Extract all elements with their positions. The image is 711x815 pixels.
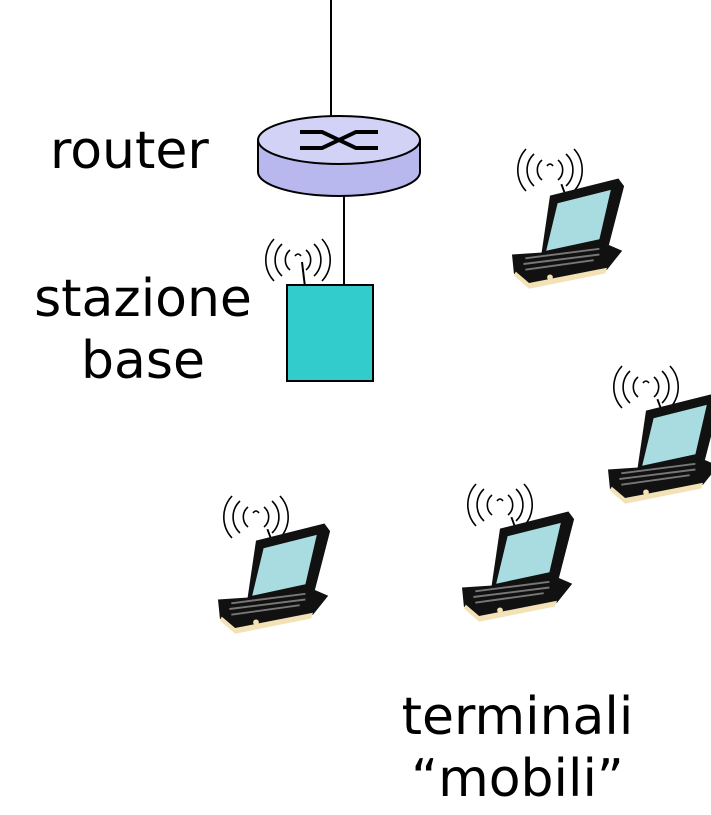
laptop-icon <box>461 483 576 623</box>
laptop-icon <box>511 148 626 290</box>
mobile-terminals-label-line1: terminali <box>401 687 634 747</box>
base-station-icon <box>265 238 374 382</box>
laptop-icon <box>607 365 711 505</box>
mobile-terminals-label: terminali “mobili” <box>380 686 655 810</box>
base-station-label-line2: base <box>81 331 205 391</box>
base-station-label: stazione base <box>18 268 268 392</box>
router-label: router <box>50 121 209 181</box>
router-icon <box>257 115 421 197</box>
mobile-terminals-label-line2: “mobili” <box>411 749 624 809</box>
base-station-label-line1: stazione <box>34 269 252 329</box>
laptop-icon <box>217 495 332 635</box>
